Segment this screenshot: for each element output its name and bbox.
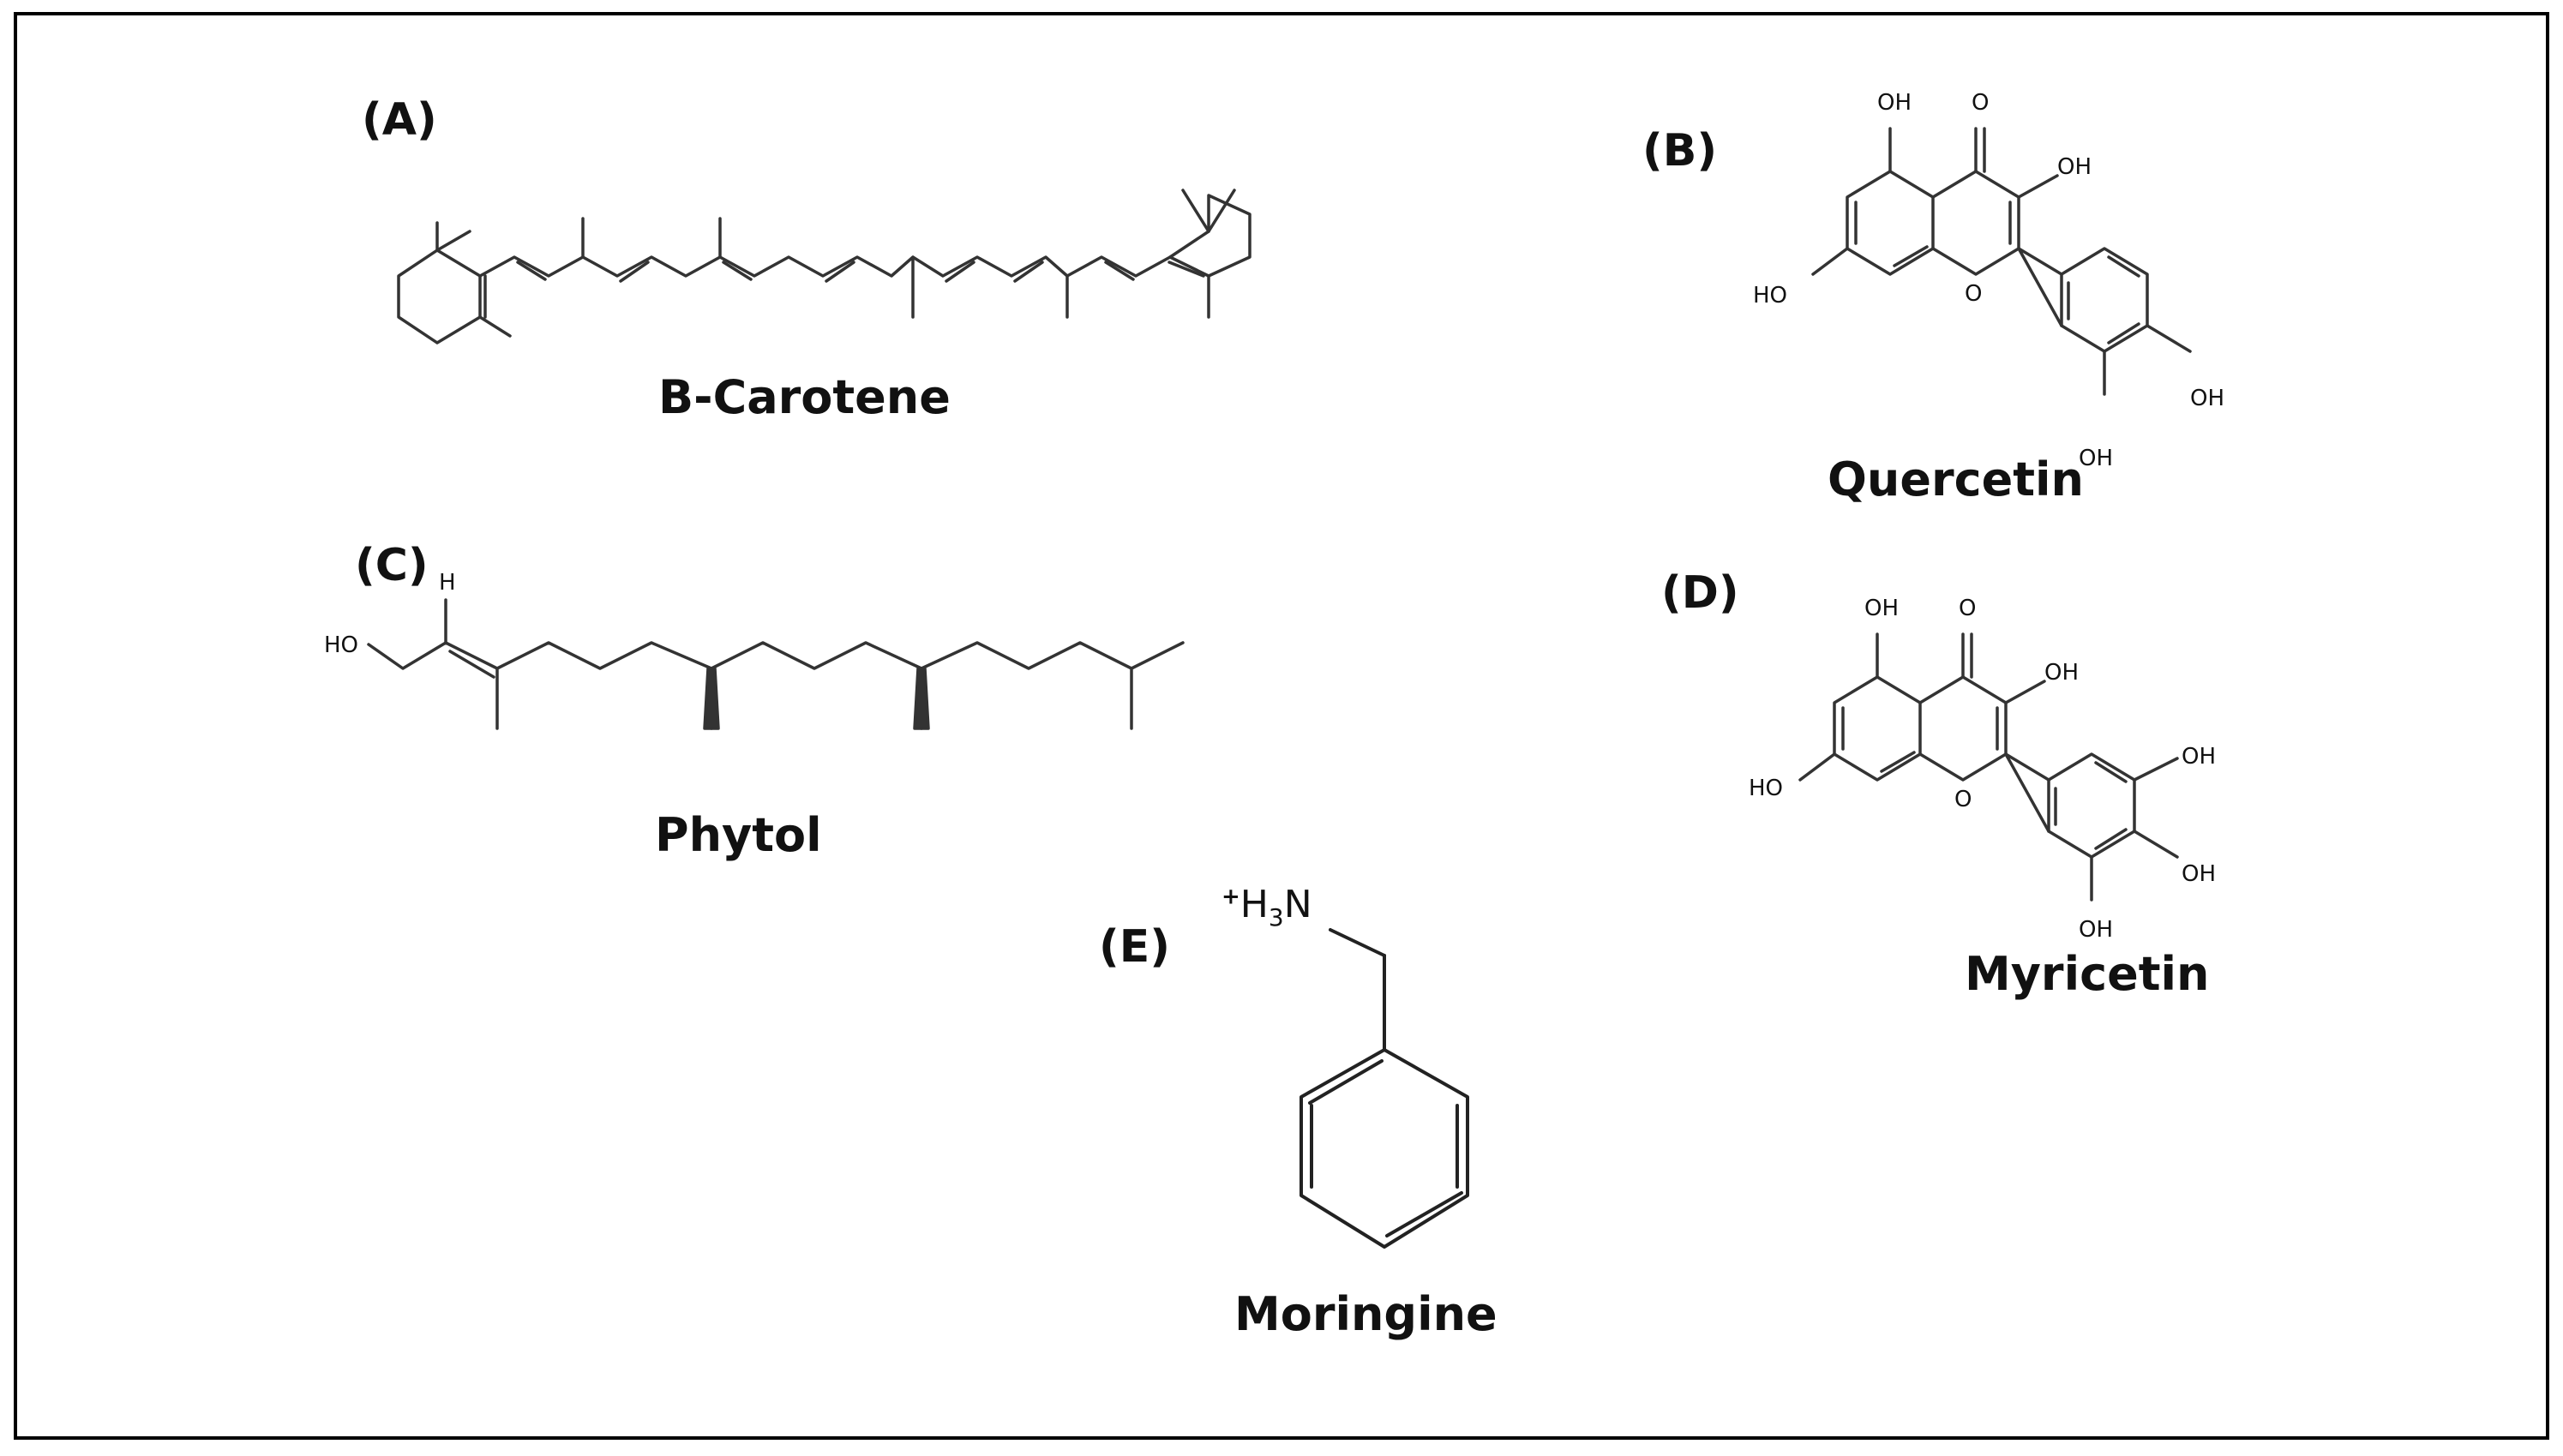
atom-label: OH <box>2057 154 2092 180</box>
myricetin-structure <box>1798 632 2179 902</box>
atom-label: HO <box>1749 776 1784 801</box>
atom-label: O <box>1954 787 1972 812</box>
beta-carotene-structure <box>397 189 1251 345</box>
panel-label-c: (C) <box>355 540 429 591</box>
amine-subscript: 3 <box>1268 902 1284 932</box>
atom-label: OH <box>1877 90 1912 116</box>
atom-label: OH <box>2182 744 2217 770</box>
amine-hydrogen: H <box>1239 883 1269 926</box>
atom-label: OH <box>1864 596 1900 621</box>
atom-label: OH <box>2182 861 2217 887</box>
compound-name-beta-carotene: B-Carotene <box>658 370 951 424</box>
atom-label: O <box>1965 281 1983 307</box>
atom-label: O <box>1959 596 1977 621</box>
atom-label: HO <box>324 632 359 658</box>
panel-label-b: (B) <box>1642 125 1718 177</box>
atom-label: H <box>439 570 456 596</box>
amine-nitrogen: N <box>1283 883 1312 926</box>
phytol-structure <box>367 598 1185 730</box>
compound-name-myricetin: Myricetin <box>1965 947 2210 1001</box>
atom-label: O <box>1972 90 1990 116</box>
atom-label: HO <box>1753 283 1788 309</box>
charge-sign: + <box>1221 884 1240 910</box>
figure-border <box>14 12 2549 1440</box>
atom-label: OH <box>2044 660 2080 686</box>
ammonium-group: +H3N <box>1221 883 1312 932</box>
compound-name-phytol: Phytol <box>655 808 822 862</box>
moringine-structure <box>1300 928 1469 1249</box>
panel-label-a: (A) <box>362 94 437 146</box>
atom-label: OH <box>2079 446 2114 471</box>
atom-label: OH <box>2079 917 2114 943</box>
compound-name-quercetin: Quercetin <box>1828 452 2085 506</box>
quercetin-structure <box>1811 127 2192 396</box>
panel-label-d: (D) <box>1661 567 1739 619</box>
compound-name-moringine: Moringine <box>1234 1287 1498 1341</box>
panel-label-e: (E) <box>1099 921 1171 973</box>
atom-label: OH <box>2190 386 2225 411</box>
